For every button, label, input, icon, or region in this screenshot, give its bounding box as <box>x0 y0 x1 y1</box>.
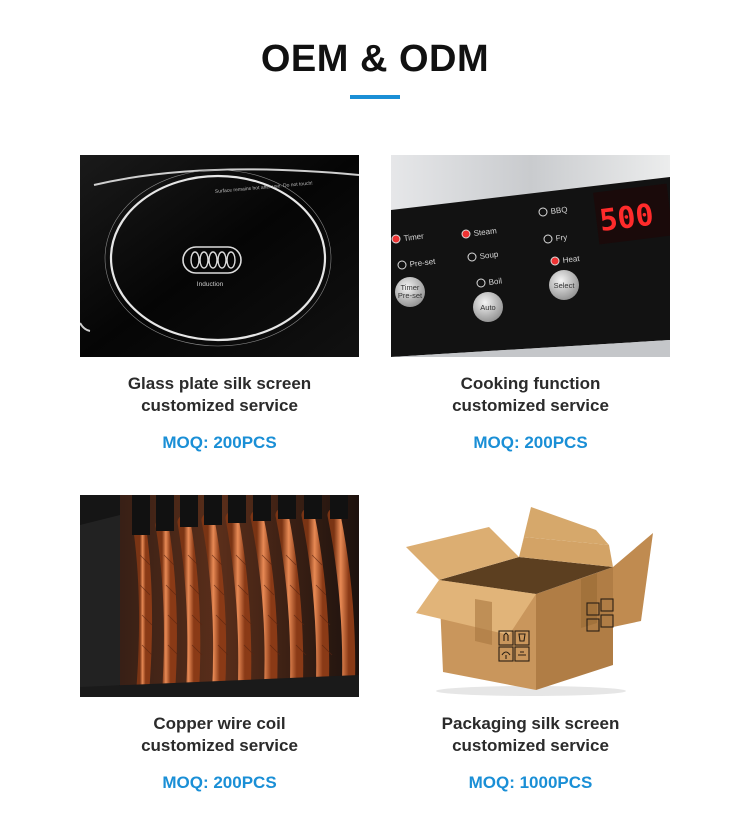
label-bbq: BBQ <box>550 205 568 216</box>
copper-coil-photo <box>80 495 359 697</box>
moq-label: MOQ: 1000PCS <box>468 773 593 792</box>
control-panel-photo: 500 Timer Steam BBQ Pre-set Soup Fry Boi… <box>391 155 670 357</box>
title-underline <box>350 95 400 99</box>
card-cooking-function: 500 Timer Steam BBQ Pre-set Soup Fry Boi… <box>391 155 670 453</box>
label-soup: Soup <box>479 250 499 261</box>
moq-label: MOQ: 200PCS <box>473 433 588 452</box>
page-title: OEM & ODM <box>260 38 490 80</box>
caption-line-2: customized service <box>452 736 609 755</box>
card-glass-plate: Surface remains hot after use. Do not to… <box>80 155 359 453</box>
label-boil: Boil <box>488 276 503 287</box>
glass-plate-photo: Surface remains hot after use. Do not to… <box>80 155 359 357</box>
card-packaging: Packaging silk screen customized service… <box>391 495 670 793</box>
glass-logo-text: Induction <box>197 281 224 288</box>
caption-line-2: customized service <box>452 396 609 415</box>
card-copper-coil: Copper wire coil customized service MOQ:… <box>80 495 359 793</box>
card-caption: Copper wire coil customized service <box>80 713 359 757</box>
caption-line-2: customized service <box>141 736 298 755</box>
button-timer-line1: Timer <box>401 283 420 292</box>
label-preset: Pre-set <box>409 257 436 269</box>
caption-line-1: Packaging silk screen <box>441 714 620 733</box>
card-caption: Packaging silk screen customized service <box>391 713 670 757</box>
display-readout: 500 <box>598 198 656 239</box>
card-caption: Glass plate silk screen customized servi… <box>80 373 359 417</box>
button-auto: Auto <box>480 303 495 312</box>
caption-line-2: customized service <box>141 396 298 415</box>
button-select: Select <box>554 281 576 290</box>
caption-line-1: Glass plate silk screen <box>127 374 312 393</box>
caption-line-1: Copper wire coil <box>153 714 286 733</box>
label-timer: Timer <box>403 232 424 243</box>
caption-line-1: Cooking function <box>460 374 601 393</box>
moq-label: MOQ: 200PCS <box>162 773 277 792</box>
moq-label: MOQ: 200PCS <box>162 433 277 452</box>
card-caption: Cooking function customized service <box>391 373 670 417</box>
button-timer-line2: Pre-set <box>398 291 423 300</box>
label-steam: Steam <box>473 226 497 238</box>
carton-box-photo <box>391 495 670 697</box>
label-heat: Heat <box>562 254 581 265</box>
label-fry: Fry <box>555 233 568 243</box>
